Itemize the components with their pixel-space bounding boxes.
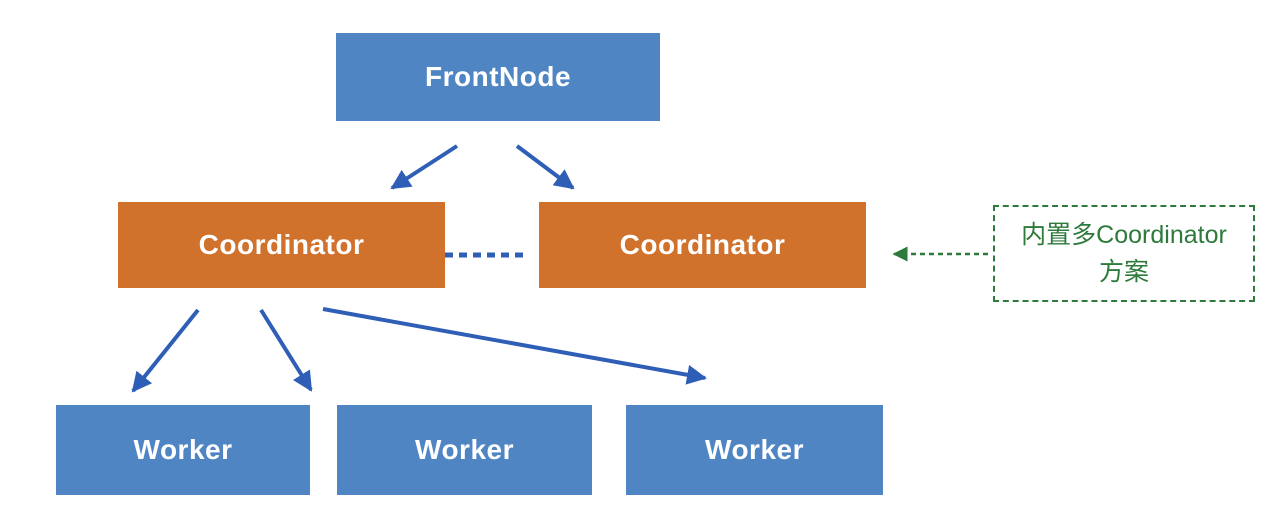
edge-frontnode-to-coordinator-left	[390, 144, 459, 190]
frontnode-box: FrontNode	[336, 33, 660, 121]
worker-2-box: Worker	[337, 405, 592, 495]
frontnode-label: FrontNode	[424, 61, 572, 92]
annotation-box: 内置多Coordinator 方案	[993, 205, 1255, 302]
worker-1-label: Worker	[133, 434, 233, 465]
coordinator-left-box: Coordinator	[118, 202, 445, 288]
coordinator-right-label: Coordinator	[619, 229, 786, 260]
edge-coordinator-left-to-worker-2	[259, 308, 313, 392]
annotation-line-1: 内置多Coordinator	[1021, 220, 1227, 249]
worker-3-box: Worker	[626, 405, 883, 495]
edge-frontnode-to-coordinator-right	[515, 144, 575, 190]
worker-2-label: Worker	[415, 434, 514, 465]
annotation-line-2: 方案	[1098, 257, 1149, 286]
coordinator-right-box: Coordinator	[539, 202, 866, 288]
edge-coordinator-left-to-worker-1	[131, 308, 200, 393]
worker-3-label: Worker	[705, 434, 804, 465]
coordinator-left-label: Coordinator	[198, 229, 365, 260]
worker-1-box: Worker	[56, 405, 310, 495]
edge-coordinator-left-to-worker-3	[322, 307, 707, 385]
